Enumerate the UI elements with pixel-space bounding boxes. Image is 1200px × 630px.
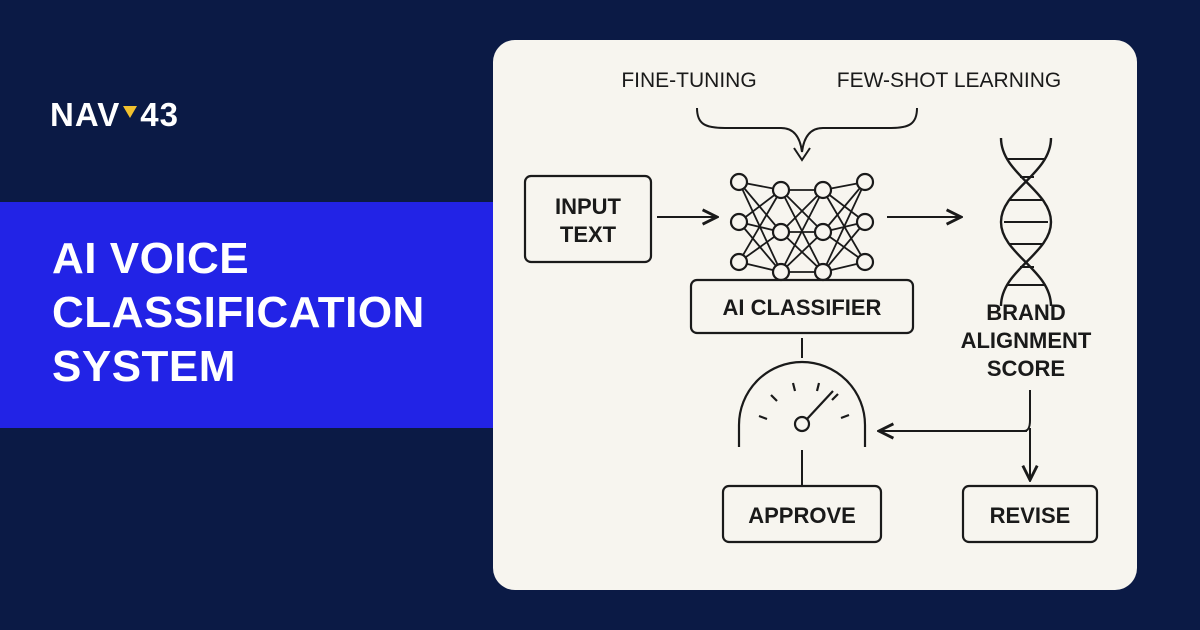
network-node [729, 172, 749, 192]
input-brace [696, 107, 918, 153]
input-text-box [523, 174, 653, 264]
logo-text-left: NAV [50, 96, 121, 133]
network-node [855, 212, 875, 232]
score-line-1: BRAND [986, 300, 1065, 325]
neural-network-icon [729, 172, 875, 282]
network-edge [822, 221, 866, 273]
network-edge [780, 231, 824, 273]
input-text-line-2: TEXT [560, 222, 617, 247]
network-node [771, 180, 791, 200]
few-shot-learning-label: FEW-SHOT LEARNING [837, 69, 1061, 92]
logo-chevron-icon [122, 104, 138, 134]
page-title: AI VOICE CLASSIFICATION SYSTEM [52, 232, 482, 394]
input-text-line-1: INPUT [555, 194, 622, 219]
title-line-2: CLASSIFICATION [52, 288, 425, 337]
score-to-split-line [1023, 390, 1031, 432]
revise-box [961, 484, 1099, 544]
ai-classifier-label: AI CLASSIFIER [723, 295, 882, 320]
score-line-2: ALIGNMENT [961, 328, 1092, 353]
revise-label: REVISE [990, 503, 1071, 528]
network-node [813, 180, 833, 200]
network-node [771, 262, 791, 282]
title-line-1: AI VOICE [52, 234, 250, 283]
brace-arrowhead [793, 147, 811, 162]
network-edge [822, 181, 866, 273]
title-banner [0, 202, 494, 428]
title-line-3: SYSTEM [52, 342, 236, 391]
logo-text-right: 43 [140, 96, 179, 133]
approve-box [721, 484, 883, 544]
brand-logo: NAV 43 [50, 96, 179, 134]
network-edge [780, 189, 824, 233]
score-line-3: SCORE [987, 356, 1065, 381]
network-node [771, 222, 791, 242]
network-edge [822, 181, 866, 233]
classification-diagram: FINE-TUNING FEW-SHOT LEARNING INPUT TEXT… [523, 69, 1099, 544]
dna-helix-icon [999, 137, 1053, 307]
network-node [729, 212, 749, 232]
ai-classifier-box [689, 278, 915, 335]
network-node [813, 222, 833, 242]
network-node [813, 262, 833, 282]
network-edge [738, 189, 782, 263]
fine-tuning-label: FINE-TUNING [621, 69, 756, 92]
diagram-card: FINE-TUNING FEW-SHOT LEARNING INPUT TEXT… [493, 40, 1137, 590]
approve-label: APPROVE [748, 503, 856, 528]
network-node [855, 252, 875, 272]
network-node [855, 172, 875, 192]
network-node [729, 252, 749, 272]
network-edge [780, 189, 824, 273]
gauge-icon [737, 360, 867, 447]
